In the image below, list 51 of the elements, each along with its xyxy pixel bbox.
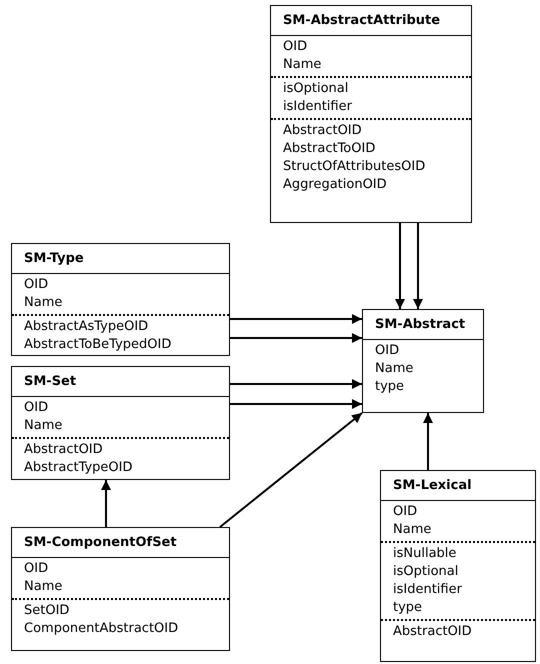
class-name: SM-Type bbox=[12, 244, 229, 274]
arrow bbox=[230, 314, 362, 324]
class-name: SM-AbstractAttribute bbox=[271, 6, 471, 36]
class-name: SM-Set bbox=[12, 367, 229, 397]
attribute-text: Name bbox=[392, 521, 432, 539]
attribute-text: isNullable bbox=[381, 541, 535, 563]
attribute-text: ComponentAbstractOID bbox=[23, 620, 180, 638]
arrow bbox=[230, 399, 362, 409]
attribute-text: AbstractToBeTypedOID bbox=[23, 336, 172, 354]
attribute-text: SetOID bbox=[12, 598, 229, 620]
arrow bbox=[413, 223, 423, 309]
attribute-text: OID bbox=[282, 38, 308, 56]
attribute-text: AbstractOID bbox=[12, 437, 229, 459]
arrow bbox=[101, 480, 111, 527]
class-box bbox=[11, 243, 230, 356]
attribute-text: AbstractTypeOID bbox=[23, 459, 134, 477]
arrow bbox=[230, 333, 362, 343]
arrow bbox=[219, 412, 363, 528]
attribute-text: AggregationOID bbox=[282, 176, 388, 194]
class-box bbox=[11, 527, 230, 651]
attribute-text: Name bbox=[23, 417, 64, 435]
class-box bbox=[380, 470, 536, 662]
attribute-text: isIdentifier bbox=[392, 581, 463, 599]
attribute-text: type bbox=[392, 599, 424, 617]
attribute-text: type bbox=[374, 378, 406, 396]
attribute-text: AbstractOID bbox=[271, 118, 471, 140]
attribute-text: Name bbox=[282, 56, 322, 74]
arrow bbox=[423, 413, 433, 470]
attribute-text: Name bbox=[23, 294, 64, 312]
arrow bbox=[230, 379, 362, 389]
class-box bbox=[362, 309, 484, 413]
class-name: SM-Lexical bbox=[381, 471, 535, 501]
class-name: SM-Abstract bbox=[363, 310, 483, 340]
attribute-text: Name bbox=[374, 360, 414, 378]
attribute-text: isOptional bbox=[271, 76, 471, 98]
attribute-text: OID bbox=[23, 399, 50, 417]
attribute-text: OID bbox=[23, 560, 50, 578]
arrow bbox=[395, 223, 405, 309]
attribute-text: AbstractToOID bbox=[282, 140, 376, 158]
attribute-text: AbstractOID bbox=[381, 619, 535, 641]
attribute-text: StructOfAttributesOID bbox=[282, 158, 426, 176]
attribute-text: Name bbox=[23, 578, 64, 596]
class-name: SM-ComponentOfSet bbox=[12, 528, 229, 558]
class-box bbox=[270, 5, 472, 223]
attribute-text: AbstractAsTypeOID bbox=[12, 314, 229, 336]
class-box bbox=[11, 366, 230, 480]
attribute-text: OID bbox=[374, 342, 400, 360]
attribute-text: isIdentifier bbox=[282, 98, 353, 116]
attribute-text: OID bbox=[392, 503, 418, 521]
attribute-text: isOptional bbox=[392, 563, 460, 581]
attribute-text: OID bbox=[23, 276, 50, 294]
